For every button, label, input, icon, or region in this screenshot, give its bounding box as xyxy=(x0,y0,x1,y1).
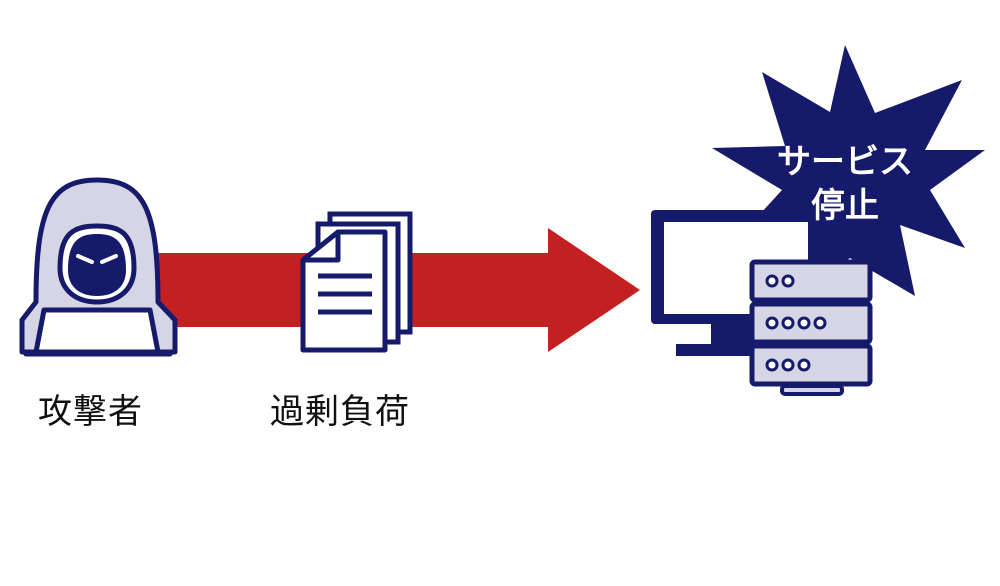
document-stack-icon xyxy=(300,211,413,353)
hooded-hacker-icon xyxy=(19,177,178,357)
status-burst-line1: サービス xyxy=(777,142,913,182)
status-burst-shape xyxy=(712,45,985,300)
status-burst-text: サービス 停止 xyxy=(740,140,950,228)
server-monitor-icon xyxy=(651,210,873,396)
overload-label: 過剰負荷 xyxy=(270,392,410,432)
attacker-label: 攻撃者 xyxy=(38,392,143,432)
arrow-head xyxy=(548,228,640,352)
status-burst-line2: 停止 xyxy=(811,186,879,226)
